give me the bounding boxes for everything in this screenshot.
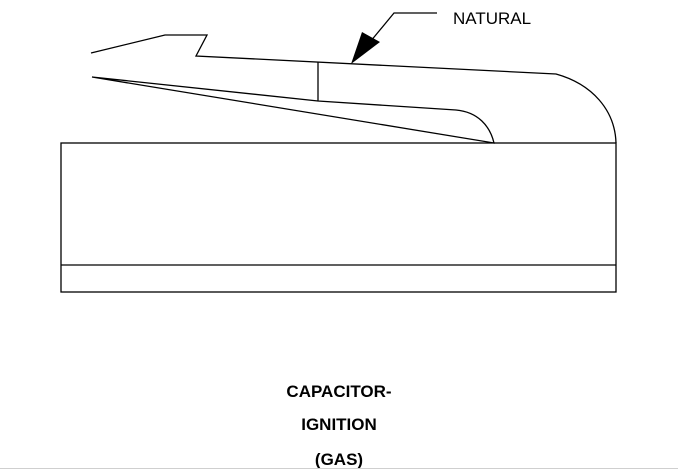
caption-line-1: CAPACITOR-	[286, 382, 392, 401]
insulator-body	[60, 142, 617, 293]
bottom-divider	[0, 468, 678, 469]
caption-line-3: (GAS)	[314, 450, 364, 469]
caption-line-2: IGNITION	[301, 415, 377, 434]
callout-arrowhead	[351, 32, 380, 64]
ground-electrode	[90, 34, 617, 144]
callout-label: NATURAL	[453, 9, 531, 28]
callout-leader-line	[369, 12, 437, 43]
